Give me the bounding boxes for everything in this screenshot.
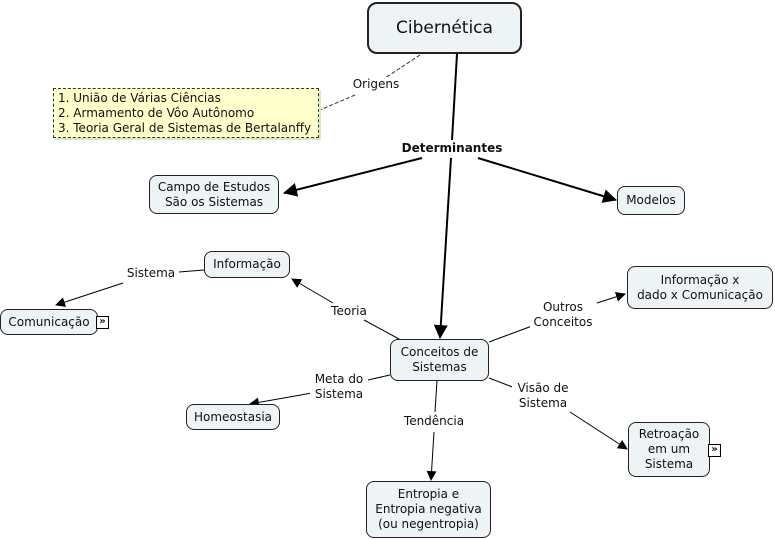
expand-icon[interactable]: » [96, 316, 109, 329]
link-origens-upper [384, 54, 421, 79]
note-item: 1. União de Várias Ciências [58, 91, 221, 105]
link-label-outros-conceitos: Outros Conceitos [530, 300, 596, 330]
node-informacao[interactable]: Informação [204, 251, 290, 278]
node-modelos[interactable]: Modelos [617, 186, 685, 215]
link-meta-homeostasia [249, 392, 313, 408]
expand-icon[interactable]: » [708, 444, 721, 457]
link-determinantes-campo [283, 157, 423, 197]
node-informacao-dado-comunicacao[interactable]: Informação x dado x Comunicação [627, 266, 773, 309]
node-comunicacao[interactable]: Comunicação [0, 309, 98, 335]
root-node-cibernetica[interactable]: Cibernética [367, 2, 522, 54]
link-outros-infodado [596, 291, 626, 304]
node-entropia[interactable]: Entropia e Entropia negativa (ou negentr… [366, 481, 491, 538]
link-conceitos-teoria [363, 319, 400, 340]
link-conceitos-visao [488, 377, 516, 389]
link-determinantes-modelos [477, 157, 617, 203]
origins-note[interactable]: 1. União de Várias Ciências 2. Armamento… [53, 88, 319, 138]
note-item: 3. Teoria Geral de Sistemas de Bertalanf… [58, 121, 312, 135]
note-item: 2. Armamento de Vôo Autônomo [58, 106, 255, 120]
link-conceitos-meta [367, 374, 391, 381]
link-label-determinantes: Determinantes [400, 141, 504, 156]
node-conceitos-de-sistemas[interactable]: Conceitos de Sistemas [390, 339, 489, 381]
link-conceitos-tendencia [434, 380, 438, 413]
node-retroacao[interactable]: Retroação em um Sistema [628, 422, 710, 477]
link-tendencia-entropia [426, 431, 437, 481]
link-determinantes-conceitos [433, 157, 452, 339]
link-origens-lower [319, 94, 356, 111]
link-label-meta-do-sistema: Meta do Sistema [310, 372, 368, 402]
link-label-visao-de-sistema: Visão de Sistema [512, 381, 574, 411]
node-homeostasia[interactable]: Homeostasia [186, 404, 280, 430]
link-label-sistema: Sistema [123, 266, 179, 281]
link-label-tendencia: Tendência [400, 414, 468, 429]
link-visao-retroacao [569, 411, 628, 450]
link-conceitos-outros [488, 325, 533, 343]
node-campo-de-estudos[interactable]: Campo de Estudos São os Sistemas [149, 175, 279, 214]
link-teoria-informacao [291, 278, 334, 304]
link-label-teoria: Teoria [326, 304, 372, 319]
link-sistema-comunicacao [55, 282, 124, 307]
link-root-determinantes [451, 53, 458, 141]
link-informacao-sistema [178, 269, 205, 273]
link-label-origens: Origens [350, 77, 402, 92]
